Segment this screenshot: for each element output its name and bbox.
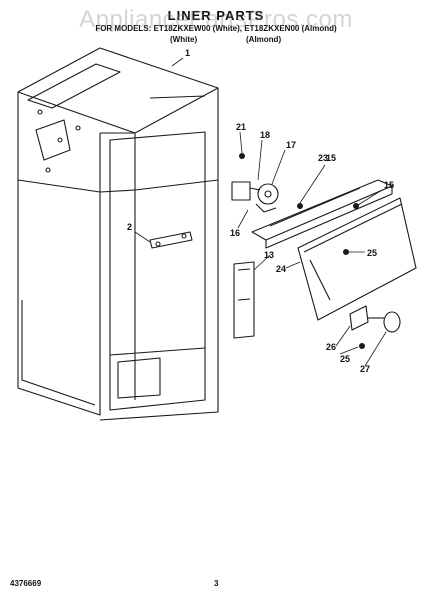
callout-13: 13 — [264, 250, 274, 260]
liner-cabinet — [17, 47, 219, 421]
color-label-almond: (Almond) — [246, 35, 282, 44]
screws — [239, 153, 365, 349]
color-label-white: (White) — [170, 35, 198, 44]
callout-21: 21 — [236, 122, 246, 132]
part-2-bracket — [149, 231, 193, 249]
callout-16: 16 — [230, 228, 240, 238]
part-24-cover — [297, 197, 417, 321]
part-13-panel — [233, 261, 255, 339]
callout-15-upper: 15 — [326, 153, 336, 163]
callout-26: 26 — [326, 342, 336, 352]
part-26-27-control — [349, 305, 401, 333]
model-numbers: FOR MODELS: ET18ZKXEW00 (White), ET18ZKX… — [95, 24, 337, 33]
page-number: 3 — [214, 579, 219, 588]
callout-18: 18 — [260, 130, 270, 140]
leader-lines — [134, 57, 387, 367]
callout-15-right: 15 — [384, 180, 394, 190]
document-number: 4376669 — [10, 579, 42, 588]
callout-labels: 1 2 13 15 15 16 17 18 21 23 24 25 25 26 … — [127, 48, 394, 374]
callout-17: 17 — [286, 140, 296, 150]
callout-24: 24 — [276, 264, 286, 274]
callout-25-lower: 25 — [340, 354, 350, 364]
callout-25-upper: 25 — [367, 248, 377, 258]
page-title: LINER PARTS — [167, 8, 265, 23]
fan-motor-assembly — [231, 181, 279, 213]
callout-23: 23 — [318, 153, 328, 163]
callout-2: 2 — [127, 222, 132, 232]
callout-27: 27 — [360, 364, 370, 374]
callout-1: 1 — [185, 48, 190, 58]
watermark-logo: AppliancePartsPros.com — [79, 6, 353, 33]
part-23-housing — [251, 179, 393, 249]
